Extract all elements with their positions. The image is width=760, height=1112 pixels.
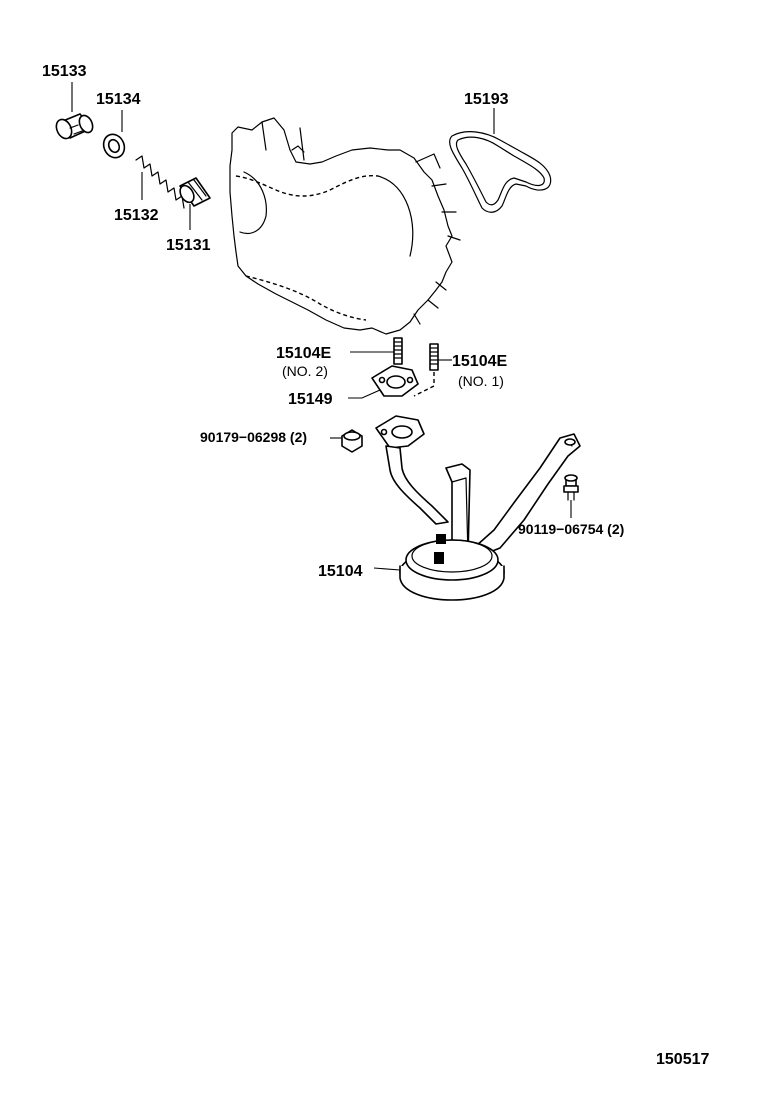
valve-15131[interactable] xyxy=(177,177,211,207)
label-no2: (NO. 2) xyxy=(282,363,328,379)
leader-15104 xyxy=(373,567,401,571)
label-no1: (NO. 1) xyxy=(458,373,504,389)
o-ring-15134[interactable] xyxy=(100,131,128,161)
label-15193: 15193 xyxy=(464,91,509,108)
label-15104E-no2: 15104E xyxy=(276,345,331,362)
label-15132: 15132 xyxy=(114,207,159,224)
gasket-15149[interactable] xyxy=(371,365,419,397)
label-90179-06298: 90179−06298 (2) xyxy=(200,429,307,445)
label-15133: 15133 xyxy=(42,63,87,80)
gasket-15193[interactable] xyxy=(449,131,552,213)
transmission-case xyxy=(229,117,461,335)
spring-15132[interactable] xyxy=(135,155,185,209)
label-90119-06754: 90119−06754 (2) xyxy=(518,521,624,537)
plug-15133[interactable] xyxy=(53,113,95,141)
label-15104E-no1: 15104E xyxy=(452,353,507,370)
stud-dash-line xyxy=(413,372,435,397)
stud-15104E-no2[interactable] xyxy=(393,337,403,365)
stud-15104E-no1[interactable] xyxy=(429,343,439,371)
figure-id: 150517 xyxy=(656,1051,709,1068)
label-15131: 15131 xyxy=(166,237,211,254)
label-15134: 15134 xyxy=(96,91,141,108)
leader-15149 xyxy=(348,389,381,399)
nut-90179-06298[interactable] xyxy=(341,429,363,453)
bolt-90119-06754[interactable] xyxy=(563,474,579,501)
label-15149: 15149 xyxy=(288,391,333,408)
oil-strainer-15104[interactable] xyxy=(375,415,581,601)
label-15104: 15104 xyxy=(318,563,363,580)
